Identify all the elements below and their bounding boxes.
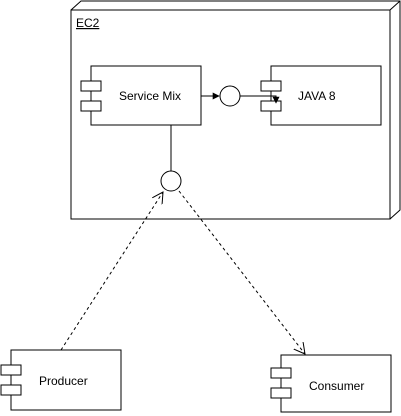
consumer-tab-top — [270, 367, 292, 379]
consumer-component[interactable]: Consumer — [270, 354, 392, 413]
java-label: JAVA 8 — [298, 89, 336, 103]
ec2-node-label: EC2 — [76, 16, 100, 30]
service-mix-interface-lollipop[interactable] — [160, 170, 182, 192]
service-mix-label: Service Mix — [119, 89, 181, 103]
interface-to-consumer-dependency — [178, 190, 305, 354]
interface-to-java-arrow — [240, 95, 280, 104]
consumer-box — [280, 354, 392, 413]
java-tab-bottom — [260, 100, 282, 112]
java-component[interactable]: JAVA 8 — [260, 65, 382, 126]
producer-label: Producer — [39, 374, 88, 388]
ec2-node-depth-edge — [389, 0, 401, 11]
consumer-label: Consumer — [309, 379, 364, 393]
ec2-node-depth — [70, 0, 401, 220]
producer-to-interface-dependency — [60, 192, 163, 351]
producer-component[interactable]: Producer — [0, 349, 122, 411]
service-mix-tab-bottom — [80, 100, 102, 112]
service-mix-component[interactable]: Service Mix — [80, 65, 202, 126]
producer-tab-bottom — [0, 384, 22, 396]
java-interface-lollipop[interactable] — [219, 85, 241, 107]
java-tab-top — [260, 80, 282, 92]
consumer-tab-bottom — [270, 387, 292, 399]
producer-box — [10, 349, 122, 411]
java-box — [270, 65, 382, 126]
service-mix-tab-top — [80, 80, 102, 92]
service-mix-box — [90, 65, 202, 126]
producer-tab-top — [0, 364, 22, 376]
